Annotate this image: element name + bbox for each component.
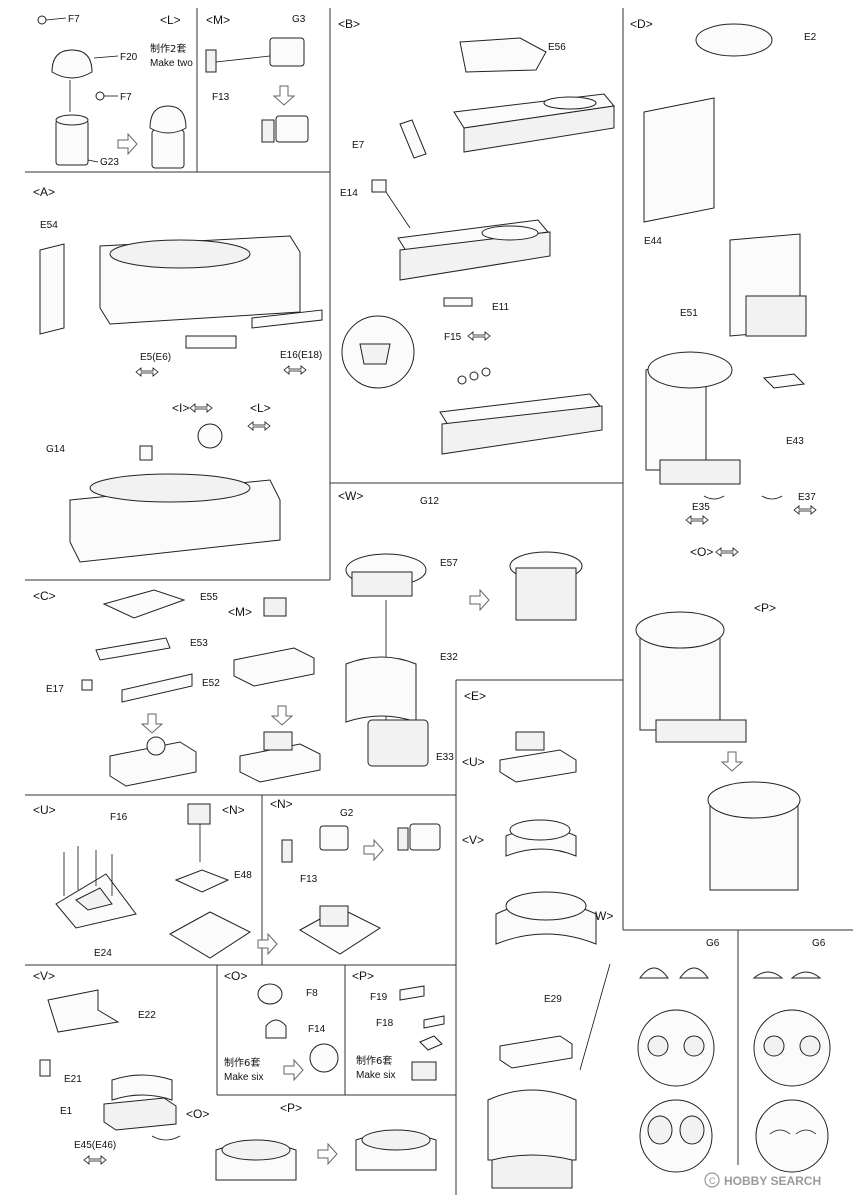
part-label: E32	[440, 652, 458, 663]
copyright-icon	[704, 1172, 720, 1188]
part-label: E51	[680, 308, 698, 319]
part-label: E24	[94, 948, 112, 959]
part-label: F7	[68, 14, 80, 25]
part-label: E11	[492, 302, 509, 313]
note-cn: 制作6套	[356, 1054, 392, 1067]
part-label: E37	[798, 492, 816, 503]
sub-tag: <I>	[172, 401, 189, 415]
part-label: E33	[436, 752, 454, 763]
part-label: E5(E6)	[140, 352, 171, 363]
part-label: G6	[706, 938, 720, 949]
svg-text:C: C	[709, 1176, 716, 1186]
part-label: F13	[212, 92, 230, 103]
part-label: G12	[420, 496, 439, 507]
sub-tag: <V>	[462, 833, 484, 847]
part-label: E14	[340, 188, 358, 199]
section-p: <P> F19 F18 制作6套 Make six	[352, 969, 445, 1081]
section-m: <M> G3 F13	[205, 13, 309, 143]
part-label: F8	[306, 988, 318, 999]
section-l: <L> 制作2套 Make two F7 F20 F7 G23	[37, 13, 193, 169]
part-label: E1	[60, 1106, 73, 1117]
section-n: <N> G2 F13	[270, 797, 441, 885]
part-label: E7	[352, 140, 365, 151]
part-label: F13	[300, 874, 318, 885]
section-tag: <B>	[338, 17, 360, 31]
sub-tag: <P>	[280, 1101, 302, 1115]
sub-tag: <O>	[186, 1107, 209, 1121]
part-label: G23	[100, 157, 119, 168]
section-tag: <L>	[160, 13, 181, 27]
section-tag: <V>	[33, 969, 55, 983]
g6-detail-left: G6	[637, 938, 720, 1173]
section-tag: <O>	[224, 969, 247, 983]
part-label: E56	[548, 42, 566, 53]
note-cn: 制作6套	[224, 1056, 260, 1069]
section-e: <E> <U> <V> <W> E29	[462, 689, 613, 1189]
note-en: Make two	[150, 58, 193, 69]
part-label: E35	[692, 502, 710, 513]
section-a: <A> E54 E5(E6) E16(E18) G14 <I> <L>	[33, 185, 323, 563]
part-label: G6	[812, 938, 826, 949]
part-label: G14	[46, 444, 65, 455]
part-label: E44	[644, 236, 662, 247]
part-label: E22	[138, 1010, 156, 1021]
section-b: <B> E56 E7 E14 E11 F15	[338, 17, 615, 455]
part-label: G2	[340, 808, 354, 819]
note-en: Make six	[356, 1070, 395, 1081]
part-label: E21	[64, 1074, 82, 1085]
section-tag: <A>	[33, 185, 55, 199]
part-label: E54	[40, 220, 58, 231]
panel-borders	[25, 8, 853, 1195]
part-label: E43	[786, 436, 804, 447]
section-tag: <P>	[352, 969, 374, 983]
note-en: Make six	[224, 1072, 263, 1083]
part-label: F18	[376, 1018, 394, 1029]
section-d: <D> E2 E44 E51 E43 E35 E37 <O> <P>	[630, 17, 817, 891]
sub-tag: <M>	[228, 605, 252, 619]
part-label: G3	[292, 14, 306, 25]
section-tag: <M>	[206, 13, 230, 27]
note-cn: 制作2套	[150, 42, 186, 55]
part-label: E53	[190, 638, 208, 649]
part-label: E17	[46, 684, 64, 695]
part-label: F14	[308, 1024, 326, 1035]
part-label: F15	[444, 332, 462, 343]
sub-tag: <N>	[222, 803, 245, 817]
part-label: E55	[200, 592, 218, 603]
section-o: <O> F8 F14 制作6套 Make six	[224, 969, 339, 1083]
part-label: E52	[202, 678, 220, 689]
section-u: <U> F16 E48 E24 <N>	[33, 803, 382, 959]
part-label: F19	[370, 992, 388, 1003]
section-tag: <W>	[338, 489, 363, 503]
section-c: <C> E55 E53 E17 E52 <M>	[33, 589, 321, 787]
sub-tag: <U>	[462, 755, 485, 769]
part-label: E2	[804, 32, 817, 43]
section-tag: <N>	[270, 797, 293, 811]
g6-detail-right: G6	[752, 938, 831, 1173]
sub-tag: <L>	[250, 401, 271, 415]
section-w: <W> G12 E57 E32 E33	[338, 489, 583, 767]
section-tag: <C>	[33, 589, 56, 603]
part-label: E48	[234, 870, 252, 881]
sub-tag: <P>	[754, 601, 776, 615]
part-label: E45(E46)	[74, 1140, 116, 1151]
part-label: F20	[120, 52, 138, 63]
part-label: E16(E18)	[280, 350, 322, 361]
section-tag: <E>	[464, 689, 486, 703]
section-tag: <D>	[630, 17, 653, 31]
part-label: F7	[120, 92, 132, 103]
sub-tag: <O>	[690, 545, 713, 559]
part-label: F16	[110, 812, 128, 823]
part-label: E57	[440, 558, 458, 569]
watermark: C HOBBY SEARCH	[704, 1172, 821, 1188]
section-tag: <U>	[33, 803, 56, 817]
section-v: <V> E22 E21 E1 E45(E46) <O> <P>	[33, 969, 437, 1181]
watermark-text: HOBBY SEARCH	[724, 1174, 821, 1188]
searchlight-part	[37, 15, 187, 169]
part-label: E29	[544, 994, 562, 1005]
